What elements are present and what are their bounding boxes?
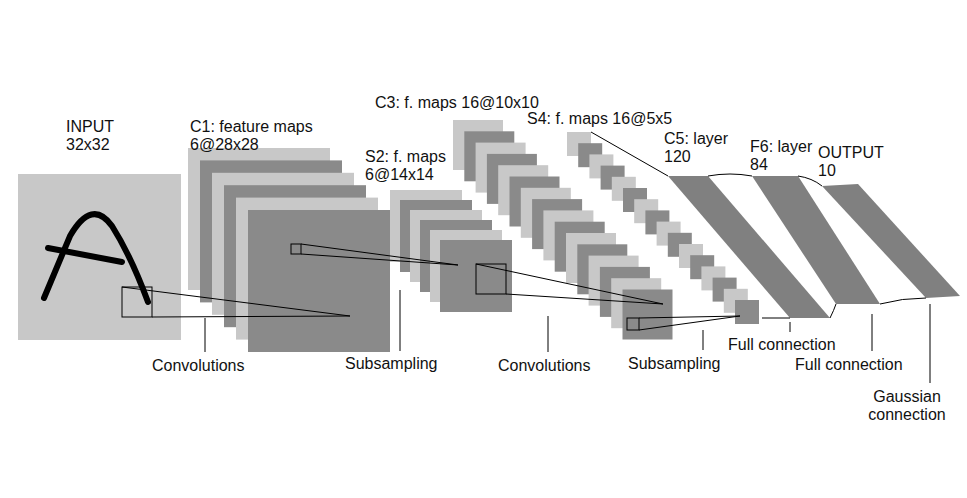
convolution-lines	[122, 244, 740, 330]
layer-label: OUTPUT 10	[818, 144, 892, 180]
feature-map-stacks	[188, 120, 759, 352]
layer-label: Subsampling	[628, 355, 721, 373]
layer-label: Full connection	[795, 356, 903, 374]
layer-label: C5: layer 120	[664, 130, 736, 166]
layer-label: INPUT 32x32	[66, 118, 126, 154]
layer-label: Convolutions	[152, 357, 245, 375]
layer-label: Gaussian connection	[862, 388, 952, 424]
dense-bands	[668, 176, 960, 318]
layer-label: F6: layer 84	[750, 138, 820, 174]
feature-map	[248, 210, 390, 352]
input-image	[18, 174, 181, 340]
layer-label: S2: f. maps 6@14x14	[365, 148, 465, 184]
layer-label: Full connection	[728, 336, 836, 354]
layer-label: Convolutions	[498, 357, 591, 375]
full-connection-lines	[591, 132, 926, 318]
leader-lines	[205, 290, 930, 383]
layer-label: S4: f. maps 16@5x5	[527, 110, 672, 128]
layer-label: C3: f. maps 16@10x10	[375, 94, 539, 112]
feature-map	[440, 240, 512, 312]
feature-map	[735, 300, 759, 324]
layer-label: C1: feature maps 6@28x28	[190, 118, 330, 154]
layer-label: Subsampling	[345, 355, 438, 373]
